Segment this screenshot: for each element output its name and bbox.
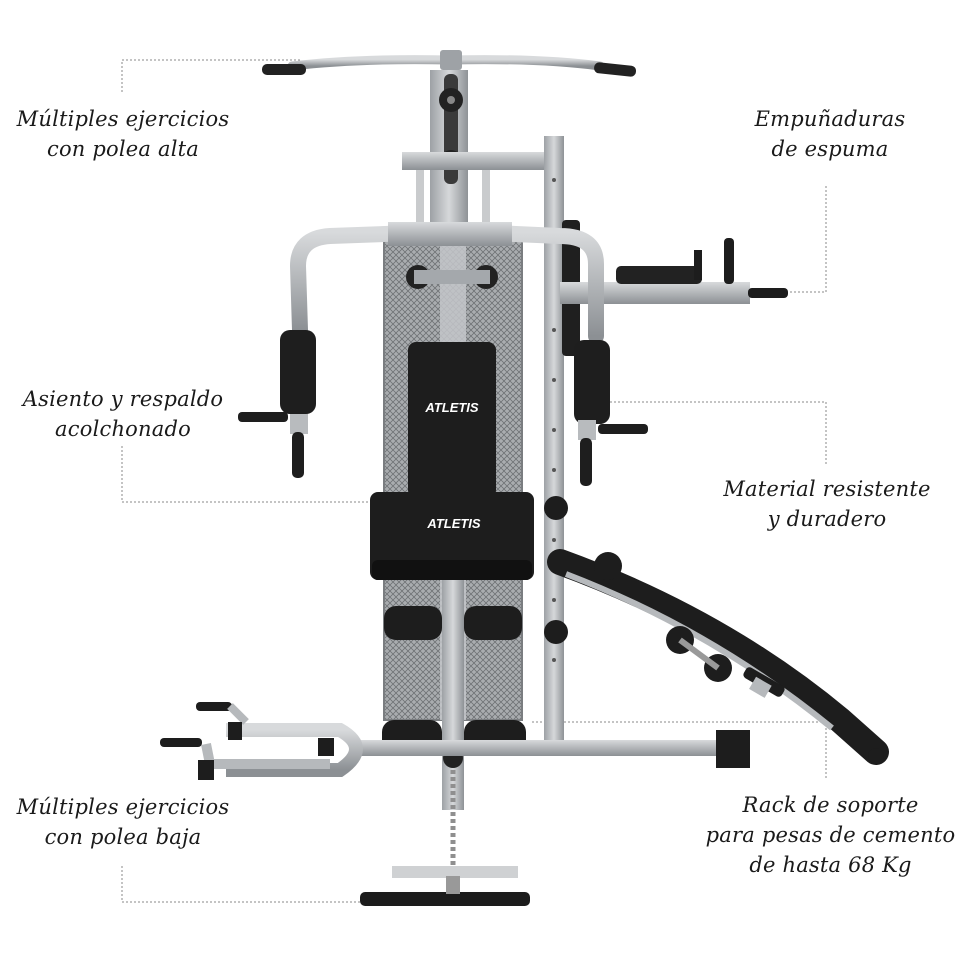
callout-foam-grips-line1: Empuñaduras (754, 107, 906, 131)
callout-rack: Rack de soporte para pesas de cemento de… (688, 790, 960, 880)
callout-rack-line1: Rack de soporte (742, 793, 919, 817)
leader-line-material (604, 401, 827, 464)
callout-low-pulley-line2: con polea baja (44, 825, 202, 849)
callout-high-pulley-line2: con polea alta (46, 137, 200, 161)
callout-material-line1: Material resistente (723, 477, 931, 501)
callout-high-pulley: Múltiples ejercicios con polea alta (3, 104, 243, 164)
leader-line-high-pulley (121, 59, 300, 92)
backrest-logo: ATLETIS (424, 400, 479, 415)
callout-low-pulley: Múltiples ejercicios con polea baja (3, 792, 243, 852)
arm-grip-right (574, 340, 648, 486)
backrest: ATLETIS (408, 342, 496, 498)
callout-padded-seat-line1: Asiento y respaldo (22, 387, 224, 411)
callout-material: Material resistente y duradero (697, 474, 957, 534)
callout-padded-seat: Asiento y respaldo acolchonado (3, 384, 243, 444)
callout-rack-line2: para pesas de cemento (705, 823, 956, 847)
arm-grip-left (238, 330, 316, 478)
callout-high-pulley-line1: Múltiples ejercicios (16, 107, 230, 131)
callout-foam-grips-line2: de espuma (771, 137, 889, 161)
rear-post (544, 136, 580, 744)
callout-foam-grips: Empuñaduras de espuma (700, 104, 960, 164)
leader-line-foam-grips (758, 186, 827, 293)
leader-line-padded-seat (121, 446, 400, 503)
lat-pulldown-bar (262, 50, 637, 77)
callout-padded-seat-line2: acolchonado (55, 417, 191, 441)
ab-bench (547, 549, 889, 765)
seat: ATLETIS (370, 492, 534, 580)
callout-material-line2: y duradero (767, 507, 887, 531)
callout-low-pulley-line1: Múltiples ejercicios (16, 795, 230, 819)
leader-line-low-pulley (121, 866, 360, 903)
base-frame (160, 702, 750, 780)
dip-station (560, 238, 788, 304)
seat-logo: ATLETIS (426, 516, 481, 531)
weight-rack-pegs (544, 496, 568, 644)
main-tower (402, 70, 552, 240)
callout-rack-line3: de hasta 68 Kg (749, 853, 912, 877)
press-arms (289, 224, 604, 344)
